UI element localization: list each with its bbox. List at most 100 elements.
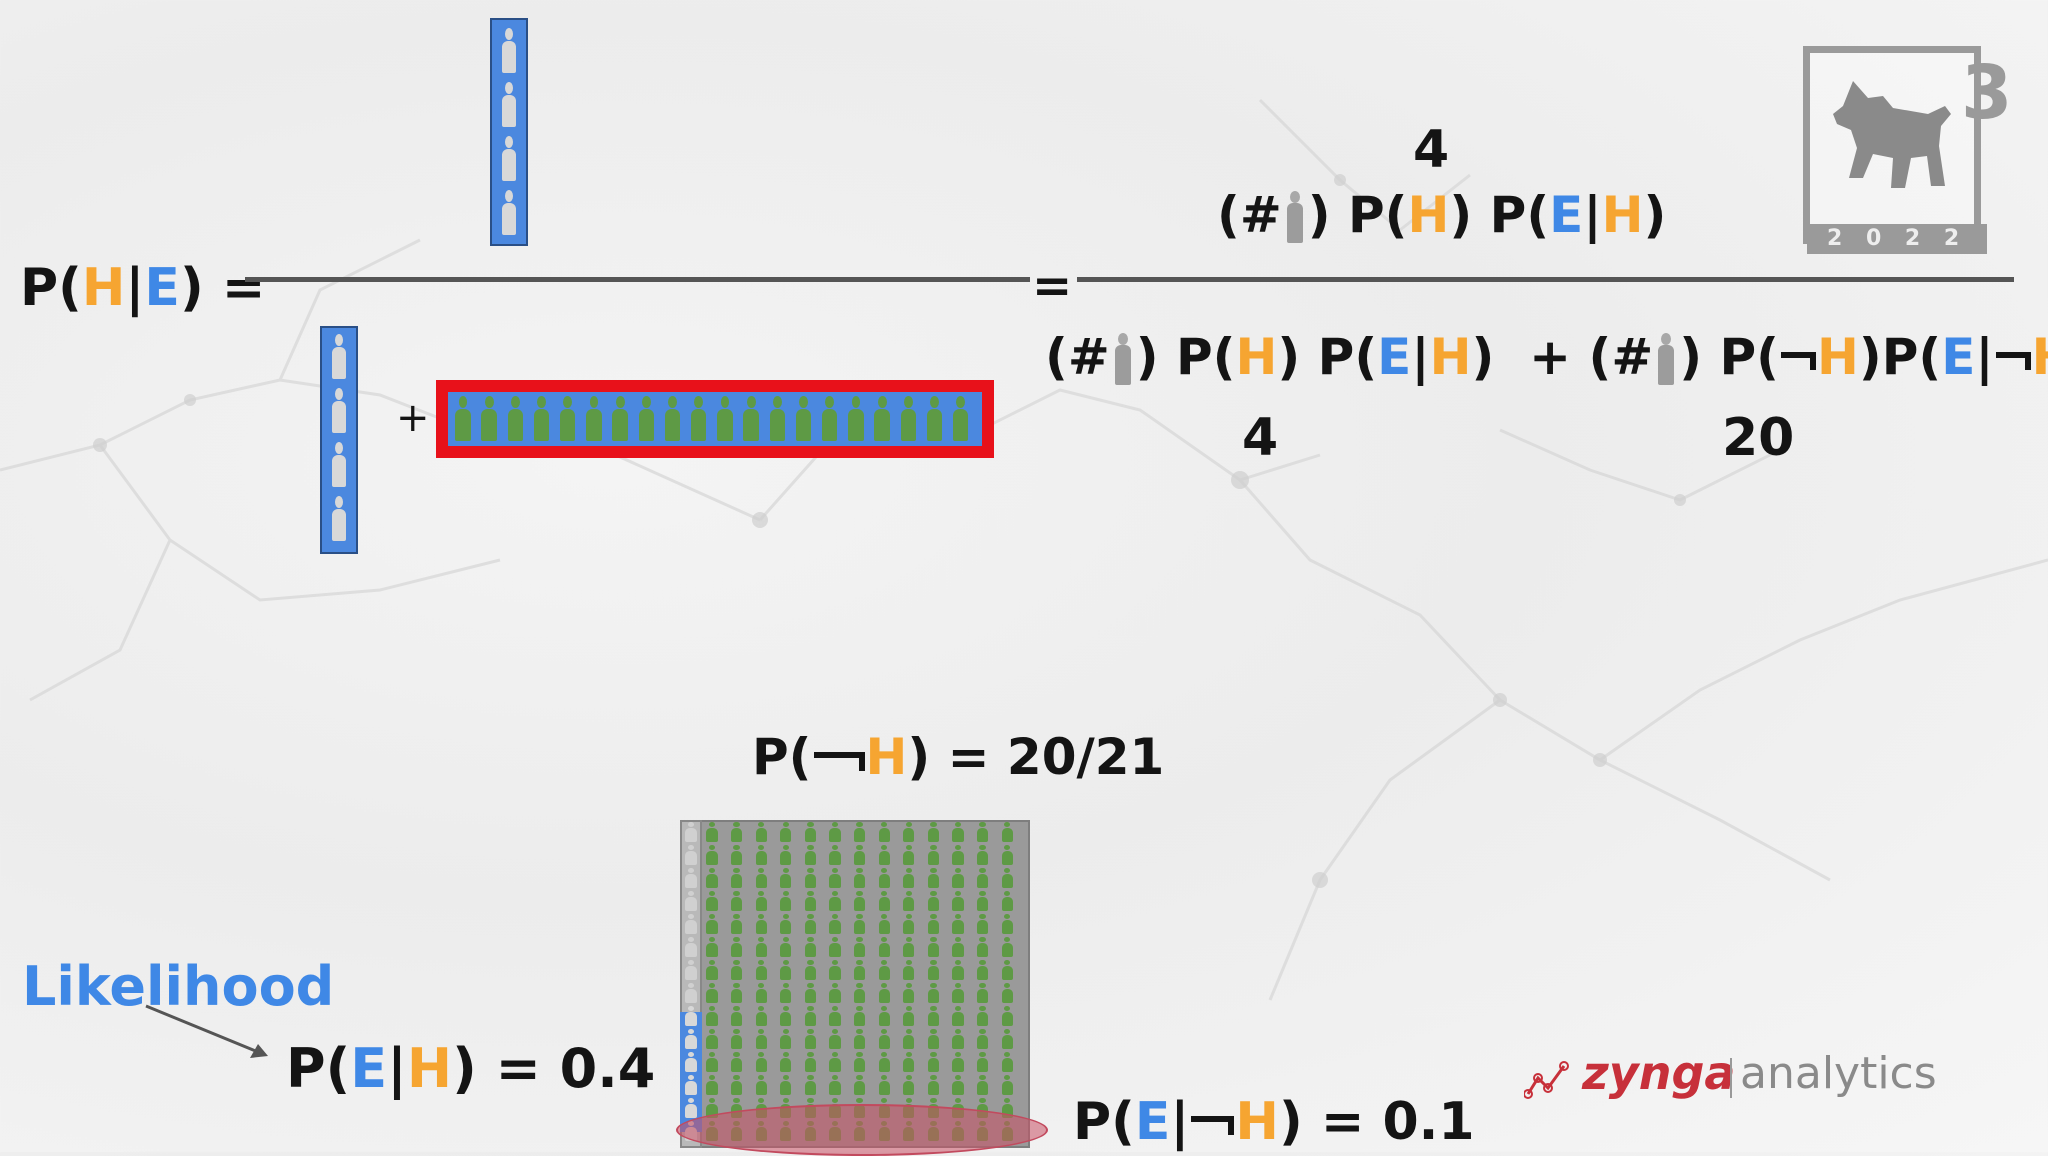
person-icon xyxy=(704,960,720,980)
lhs-bar: | xyxy=(125,258,145,318)
negation-icon xyxy=(1781,351,1816,370)
person-icon xyxy=(876,914,892,934)
person-icon xyxy=(704,1052,720,1072)
person-icon xyxy=(729,960,745,980)
p-e-given-h: P(E|H) = 0.4 xyxy=(286,1037,656,1100)
person-icon xyxy=(753,868,769,888)
person-icon xyxy=(499,28,519,74)
population-grid xyxy=(700,820,1030,1148)
person-icon xyxy=(704,1098,720,1118)
p-not-h-value: ) = 20/21 xyxy=(907,728,1165,786)
person-icon xyxy=(778,1075,794,1095)
person-icon xyxy=(1112,332,1134,389)
numerator-count: 4 xyxy=(1413,120,1450,180)
person-icon xyxy=(901,914,917,934)
p-e-not-h-value: ) = 0.1 xyxy=(1278,1092,1475,1152)
person-icon xyxy=(740,396,762,442)
person-icon xyxy=(778,1006,794,1026)
person-icon xyxy=(827,960,843,980)
person-icon xyxy=(975,1075,991,1095)
person-icon xyxy=(778,891,794,911)
numerator-expression: (#) P(H) P(E|H) xyxy=(1217,190,1666,247)
person-icon xyxy=(901,891,917,911)
person-icon xyxy=(950,937,966,957)
zynga-product: analytics xyxy=(1740,1048,1937,1099)
person-icon xyxy=(924,396,946,442)
person-icon xyxy=(753,960,769,980)
person-icon xyxy=(827,1006,843,1026)
person-icon xyxy=(897,396,919,442)
person-icon xyxy=(802,822,818,842)
person-icon xyxy=(852,868,868,888)
numerator-close: ) xyxy=(1307,186,1331,244)
person-icon xyxy=(925,1052,941,1072)
person-icon xyxy=(876,822,892,842)
person-icon xyxy=(827,914,843,934)
person-icon xyxy=(975,1029,991,1049)
person-icon xyxy=(683,937,699,957)
person-icon xyxy=(975,983,991,1003)
person-icon xyxy=(802,983,818,1003)
person-icon xyxy=(901,983,917,1003)
person-icon xyxy=(871,396,893,442)
person-icon xyxy=(704,914,720,934)
person-icon xyxy=(975,891,991,911)
person-icon xyxy=(852,960,868,980)
person-icon xyxy=(975,868,991,888)
person-icon xyxy=(729,983,745,1003)
person-icon xyxy=(999,937,1015,957)
person-icon xyxy=(802,914,818,934)
person-icon xyxy=(704,868,720,888)
person-icon xyxy=(729,937,745,957)
person-icon xyxy=(753,1006,769,1026)
person-icon xyxy=(901,1052,917,1072)
zynga-brand: zynga xyxy=(1582,1046,1736,1100)
person-icon xyxy=(802,1006,818,1026)
person-icon xyxy=(729,891,745,911)
person-icon xyxy=(975,822,991,842)
badge-year: 2 0 2 2 xyxy=(1827,226,1968,251)
negation-icon xyxy=(813,751,865,771)
person-icon xyxy=(778,868,794,888)
negation-icon xyxy=(1191,1116,1235,1135)
person-icon xyxy=(802,960,818,980)
person-icon xyxy=(802,1029,818,1049)
person-icon xyxy=(778,960,794,980)
p-e-given-not-h: P(E|H) = 0.1 xyxy=(1073,1092,1475,1152)
person-icon xyxy=(950,891,966,911)
person-icon xyxy=(852,1006,868,1026)
person-icon xyxy=(950,396,972,442)
person-icon xyxy=(999,822,1015,842)
person-icon xyxy=(683,1098,699,1118)
person-icon xyxy=(999,983,1015,1003)
person-icon xyxy=(975,914,991,934)
person-icon xyxy=(975,937,991,957)
person-icon xyxy=(852,891,868,911)
person-icon xyxy=(950,983,966,1003)
person-icon xyxy=(504,396,526,442)
person-icon xyxy=(925,1075,941,1095)
person-icon xyxy=(753,1029,769,1049)
person-icon xyxy=(925,1029,941,1049)
person-icon xyxy=(704,1075,720,1095)
evidence-ellipse xyxy=(676,1104,1048,1156)
middle-equals: = xyxy=(1032,258,1073,314)
person-icon xyxy=(925,891,941,911)
person-icon xyxy=(1284,190,1306,247)
dog-icon xyxy=(1833,81,1951,188)
person-icon xyxy=(950,1029,966,1049)
person-icon xyxy=(753,937,769,957)
person-icon xyxy=(499,190,519,236)
person-icon xyxy=(950,960,966,980)
person-icon xyxy=(827,1075,843,1095)
lhs-e: E xyxy=(144,258,180,318)
event-badge: 3 2 0 2 2 xyxy=(1803,46,2013,256)
person-icon xyxy=(609,396,631,442)
person-icon xyxy=(753,983,769,1003)
denominator-count-right: 20 xyxy=(1722,408,1795,468)
person-icon xyxy=(999,1052,1015,1072)
person-icon xyxy=(683,845,699,865)
person-icon xyxy=(950,1075,966,1095)
person-icon xyxy=(683,1006,699,1026)
person-icon xyxy=(766,396,788,442)
